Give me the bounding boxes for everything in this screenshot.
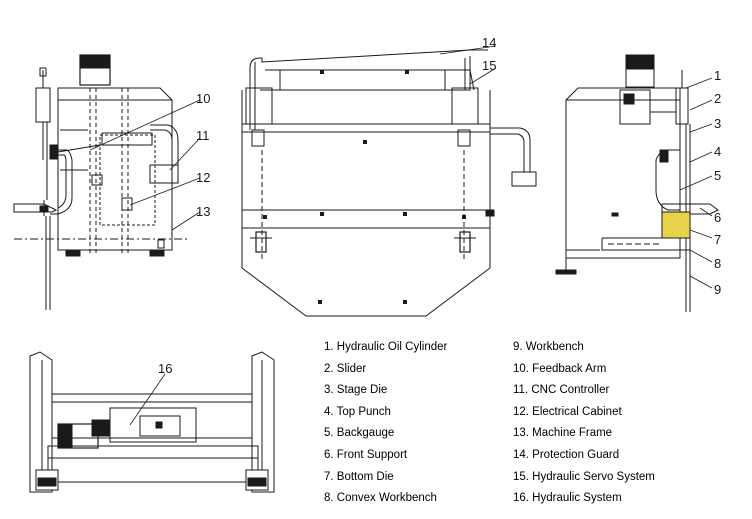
callout-11: 11 bbox=[196, 128, 210, 143]
callout-5: 5 bbox=[714, 168, 721, 183]
legend-item: 4. Top Punch bbox=[324, 405, 391, 418]
callout-leaders bbox=[89, 45, 713, 426]
side-view-right bbox=[555, 54, 719, 312]
legend-item: 8. Convex Workbench bbox=[324, 492, 437, 505]
legend-item: 6. Front Support bbox=[324, 448, 408, 461]
legend-item: 1. Hydraulic Oil Cylinder bbox=[324, 341, 448, 353]
legend-item: 12. Electrical Cabinet bbox=[513, 405, 622, 418]
callout-10: 10 bbox=[196, 91, 210, 106]
callout-4: 4 bbox=[714, 144, 721, 159]
callout-3: 3 bbox=[714, 116, 721, 131]
callout-6: 6 bbox=[714, 210, 721, 225]
callout-15: 15 bbox=[482, 58, 496, 73]
legend-item: 2. Slider bbox=[324, 362, 367, 375]
legend-item: 5. Backgauge bbox=[324, 427, 395, 440]
callout-14: 14 bbox=[482, 35, 496, 50]
front-view-center bbox=[241, 49, 537, 317]
legend-right-column: 9. Workbench 10. Feedback Arm 11. CNC Co… bbox=[513, 337, 655, 510]
legend-item: 16. Hydraulic System bbox=[513, 492, 622, 505]
legend-item: 14. Protection Guard bbox=[513, 448, 620, 461]
callout-16: 16 bbox=[158, 361, 172, 376]
legend-item: 9. Workbench bbox=[513, 341, 584, 353]
callout-numbers: 1 2 3 4 5 6 7 8 9 10 11 12 13 14 15 16 bbox=[158, 35, 721, 376]
legend-item: 11. CNC Controller bbox=[513, 384, 610, 397]
callout-9: 9 bbox=[714, 282, 721, 297]
callout-2: 2 bbox=[714, 91, 721, 106]
callout-8: 8 bbox=[714, 256, 721, 271]
callout-7: 7 bbox=[714, 232, 721, 247]
side-view-left bbox=[13, 54, 190, 310]
legend-item: 13. Machine Frame bbox=[513, 427, 613, 440]
legend-item: 15. Hydraulic Servo System bbox=[513, 470, 655, 483]
legend-item: 3. Stage Die bbox=[324, 384, 388, 397]
callout-12: 12 bbox=[196, 170, 210, 185]
legend-item: 10. Feedback Arm bbox=[513, 362, 607, 375]
legend-left-column: 1. Hydraulic Oil Cylinder 2. Slider 3. S… bbox=[324, 337, 447, 510]
top-view-bottom bbox=[29, 351, 275, 493]
legend-item: 7. Bottom Die bbox=[324, 470, 394, 483]
callout-1: 1 bbox=[714, 68, 721, 83]
callout-13: 13 bbox=[196, 204, 210, 219]
